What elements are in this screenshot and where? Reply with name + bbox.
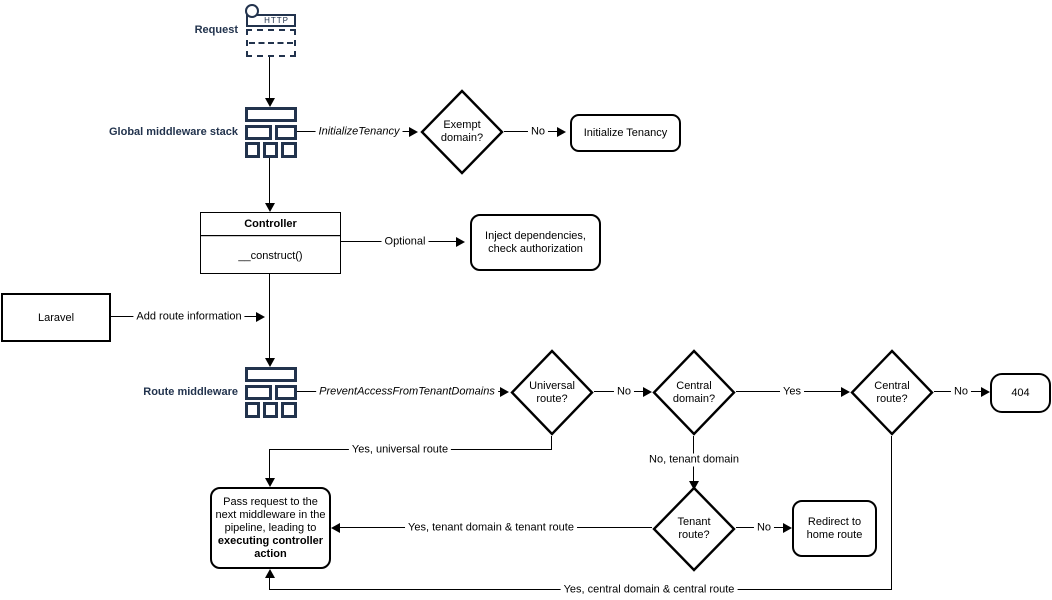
arrowhead-right-icon <box>643 387 652 397</box>
global-middleware-label: Global middleware stack <box>109 126 238 138</box>
pass-request-node: Pass request to the next middleware in t… <box>210 487 331 569</box>
stack-row-bottom <box>245 402 297 418</box>
arrowhead-right-icon <box>981 387 990 397</box>
edge-line <box>269 57 270 99</box>
edge-label-add-route: Add route information <box>133 310 245 324</box>
central-domain-label: Central domain? <box>672 379 716 405</box>
route-middleware-label: Route middleware <box>143 386 238 398</box>
not-found-node: 404 <box>990 373 1051 413</box>
diamond-shape-icon <box>850 349 934 436</box>
redirect-home-node: Redirect to home route <box>792 500 877 557</box>
request-body-divider-icon <box>249 42 293 44</box>
edge-label-yes-central: Yes, central domain & central route <box>560 583 738 597</box>
edge-label-no-tenant-domain: No, tenant domain <box>646 453 742 467</box>
inject-dependencies-node: Inject dependencies, check authorization <box>470 214 601 271</box>
edge-label-initialize-tenancy: InitializeTenancy <box>315 125 403 139</box>
arrowhead-down-icon <box>265 203 275 212</box>
controller-method: __construct() <box>201 236 340 274</box>
edge-label-no: No <box>950 385 972 399</box>
edge-line <box>269 158 270 204</box>
stack-cell <box>245 142 260 158</box>
central-route-decision: Central route? <box>850 349 934 436</box>
exempt-domain-label: Exempt domain? <box>440 119 484 144</box>
global-middleware-stack-icon <box>245 107 297 158</box>
arrowhead-right-icon <box>500 387 509 397</box>
stack-cell <box>281 142 297 158</box>
arrowhead-down-icon <box>265 98 275 107</box>
stack-cell <box>245 367 297 382</box>
edge-label-prevent-access: PreventAccessFromTenantDomains <box>316 385 498 399</box>
edge-label-no: No <box>753 521 775 535</box>
arrowhead-right-icon <box>456 237 465 247</box>
arrowhead-down-icon <box>265 358 275 367</box>
edge-label-yes: Yes <box>780 385 804 399</box>
arrowhead-right-icon <box>409 127 418 137</box>
route-middleware-stack-icon <box>245 367 297 418</box>
stack-cell <box>263 402 278 418</box>
stack-cell <box>245 384 272 400</box>
diamond-shape-icon <box>420 89 504 175</box>
edge-label-optional: Optional <box>381 235 429 249</box>
edge-label-yes-universal: Yes, universal route <box>348 443 452 457</box>
tenant-route-decision: Tenant route? <box>652 486 736 572</box>
edge-line <box>269 274 270 359</box>
edge-label-no: No <box>613 385 635 399</box>
universal-route-label: Universal route? <box>529 379 575 405</box>
laravel-node: Laravel <box>1 293 111 342</box>
pass-request-normal-text: Pass request to the next middleware in t… <box>215 495 326 534</box>
request-circle-icon <box>245 4 259 18</box>
stack-cell <box>245 124 272 140</box>
edge-line <box>269 450 270 479</box>
central-domain-decision: Central domain? <box>652 349 736 436</box>
tenant-route-label: Tenant route? <box>677 516 711 541</box>
stack-row-middle <box>245 384 297 400</box>
stack-row-middle <box>245 124 297 140</box>
request-label: Request <box>194 24 238 36</box>
diamond-shape-icon <box>652 486 736 572</box>
edge-line <box>551 436 552 450</box>
edge-line <box>269 578 270 590</box>
request-http-bar-icon: HTTP <box>246 14 296 27</box>
edge-line <box>891 436 892 590</box>
exempt-domain-decision: Exempt domain? <box>420 89 504 175</box>
controller-node: Controller __construct() <box>200 212 341 274</box>
stack-cell <box>245 402 260 418</box>
stack-row-bottom <box>245 142 297 158</box>
arrowhead-down-icon <box>689 481 699 490</box>
arrowhead-right-icon <box>256 312 265 322</box>
stack-row-top <box>245 367 297 382</box>
arrowhead-left-icon <box>331 523 340 533</box>
pass-request-text: Pass request to the next middleware in t… <box>214 496 327 561</box>
initialize-tenancy-node: Initialize Tenancy <box>570 114 681 152</box>
controller-title: Controller <box>201 213 340 236</box>
diamond-shape-icon <box>510 349 594 436</box>
stack-cell <box>275 124 297 140</box>
central-route-label: Central route? <box>874 379 910 405</box>
pass-request-bold-text: executing controller action <box>217 534 324 560</box>
universal-route-decision: Universal route? <box>510 349 594 436</box>
arrowhead-down-icon <box>265 478 275 487</box>
edge-label-no: No <box>527 125 549 139</box>
stack-cell <box>281 402 297 418</box>
stack-cell <box>275 384 297 400</box>
http-label: HTTP <box>264 16 289 25</box>
arrowhead-right-icon <box>783 523 792 533</box>
arrowhead-right-icon <box>841 387 850 397</box>
stack-cell <box>245 107 297 122</box>
edge-label-yes-tenant: Yes, tenant domain & tenant route <box>405 521 577 535</box>
stack-cell <box>263 142 278 158</box>
arrowhead-up-icon <box>265 569 275 578</box>
arrowhead-right-icon <box>557 127 566 137</box>
stack-row-top <box>245 107 297 122</box>
diamond-shape-icon <box>652 349 736 436</box>
